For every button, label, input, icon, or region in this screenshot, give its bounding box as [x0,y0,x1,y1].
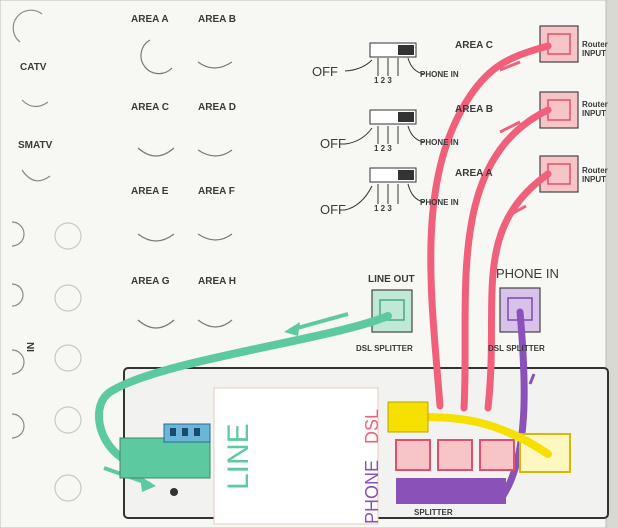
switch-3 [344,167,425,211]
area-a-label: AREA A [131,14,169,25]
port-ring-2 [54,284,82,312]
line-out-jack [371,289,413,333]
switch-3-numbers: 1 2 3 [374,204,392,213]
switch-2 [344,109,425,145]
router-jack-2 [539,91,579,129]
switch-1-area: AREA C [455,40,493,51]
phone-overlay-label: PHONE [362,459,382,524]
switch-1-numbers: 1 2 3 [374,76,392,85]
in-port-4 [11,413,25,439]
catv-port [21,99,49,108]
green-arrowhead-2 [140,476,156,492]
line-overlay-label: LINE [222,423,255,490]
green-cable [94,312,392,462]
phone-in-label: PHONE IN [496,266,559,281]
switch-2-phone: PHONE IN [420,138,459,147]
smatv-label: SMATV [18,140,53,151]
area-c-label: AREA C [131,102,169,113]
catv-port-top [12,9,43,43]
port-ring-1 [54,222,82,250]
purple-arrow [528,373,536,385]
purple-plug [396,478,506,504]
catv-label: CATV [20,62,47,73]
switch-1-off: OFF [312,64,338,79]
router-3-label: Router INPUT [582,166,608,184]
port-ring-3 [54,344,82,372]
area-f-label: AREA F [198,186,235,197]
label-card [213,387,379,525]
dsl-splitter-left-label: DSL SPLITTER [356,344,413,353]
router-1-label: Router INPUT [582,40,608,58]
in-port-1 [11,221,25,247]
dsl-splitter-right-label: DSL SPLITTER [488,344,545,353]
area-h-port [197,319,233,328]
area-h-label: AREA H [198,276,236,287]
area-c-port [137,147,175,157]
pink-cable-3 [484,170,552,412]
green-arrowhead [284,322,300,336]
pink-cable-1 [427,42,552,410]
switch-3-area: AREA A [455,168,493,179]
pink-arrow-2 [499,120,521,134]
area-g-label: AREA G [131,276,170,287]
green-connector [119,423,211,496]
area-d-label: AREA D [198,102,236,113]
yellow-plug [387,401,429,433]
area-a-port [140,39,173,75]
dsl-overlay-label: DSL [362,408,382,444]
area-e-label: AREA E [131,186,169,197]
line-out-label: LINE OUT [368,274,415,285]
in-port-2 [11,283,24,307]
switch-2-area: AREA B [455,104,493,115]
switch-2-numbers: 1 2 3 [374,144,392,153]
splitter-jacks [395,433,571,473]
purple-cable [496,308,528,504]
green-arrow-line [289,312,349,332]
port-ring-4 [54,406,82,434]
switch-1-phone: PHONE IN [420,70,459,79]
area-d-port [197,149,233,157]
pink-arrow-1 [499,60,521,72]
switch-2-off: OFF [320,136,346,151]
router-2-label: Router INPUT [582,100,608,118]
area-e-port [137,233,175,242]
switch-3-off: OFF [320,202,346,217]
in-label: IN [26,342,37,352]
smatv-port [21,169,51,182]
port-ring-5 [54,474,82,502]
area-b-label: AREA B [198,14,236,25]
switch-1 [344,42,425,76]
area-g-port [137,319,175,329]
in-port-3 [11,349,25,375]
pink-cable-2 [460,106,552,412]
pink-arrow-3 [507,204,527,218]
bottom-splitter-label: SPLITTER [414,508,453,517]
area-f-port [197,233,233,241]
switch-3-phone: PHONE IN [420,198,459,207]
area-b-port [197,61,233,69]
